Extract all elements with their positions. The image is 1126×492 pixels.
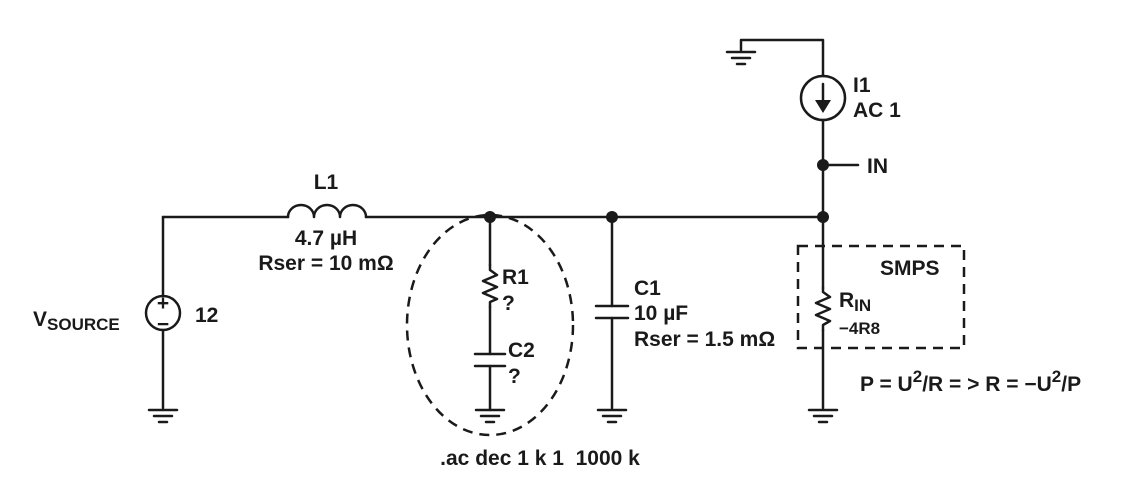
l1-value: 4.7 µH: [295, 227, 357, 250]
c2-value: ?: [508, 365, 521, 388]
ground-icon-vsource: [147, 408, 179, 424]
vsource-plus: +: [157, 292, 169, 315]
wire-i1-top: [739, 38, 825, 78]
junction-c1: [606, 211, 618, 223]
smps-label: SMPS: [880, 257, 940, 280]
smps-box: [796, 244, 966, 350]
junction-r1: [484, 211, 496, 223]
ground-icon-i1: [725, 50, 757, 66]
vsource-value: 12: [195, 304, 218, 327]
power-formula: P = U2/R = > R = −U2/P: [860, 367, 1081, 396]
current-source-symbol: [799, 74, 847, 122]
c1-rser: Rser = 1.5 mΩ: [634, 328, 775, 351]
l1-rser: Rser = 10 mΩ: [258, 252, 393, 275]
vsource-label: VSOURCE: [33, 308, 120, 334]
net-in-label: IN: [867, 155, 888, 178]
ground-icon-rin: [807, 408, 839, 424]
voltage-source-symbol: [144, 294, 182, 332]
junction-right: [817, 211, 829, 223]
r1-name: R1: [502, 266, 529, 289]
wires: [161, 38, 860, 412]
c1-value: 10 µF: [634, 302, 688, 325]
c2-name: C2: [508, 339, 535, 362]
resistor-rin-symbol: [814, 286, 832, 332]
i1-name: I1: [853, 74, 871, 97]
inductor-l1-symbol: [286, 203, 368, 219]
r1-c2-highlight-ellipse: [405, 213, 575, 437]
resistor-r1-symbol: [481, 263, 499, 309]
i1-value: AC 1: [853, 99, 901, 122]
ac-sim-command: .ac dec 1 k 1 1000 k: [440, 447, 640, 470]
ground-icon-c1: [596, 408, 628, 424]
rin-value: −4R8: [839, 319, 880, 338]
capacitor-c2-symbol: [473, 352, 507, 368]
ground-icon-c2: [474, 408, 506, 424]
rin-name: RIN: [839, 289, 871, 315]
junction-in: [817, 159, 829, 171]
c1-name: C1: [634, 277, 661, 300]
r1-value: ?: [502, 292, 515, 315]
l1-name: L1: [314, 171, 339, 194]
capacitor-c1-symbol: [594, 304, 630, 320]
vsource-minus: −: [157, 313, 169, 336]
